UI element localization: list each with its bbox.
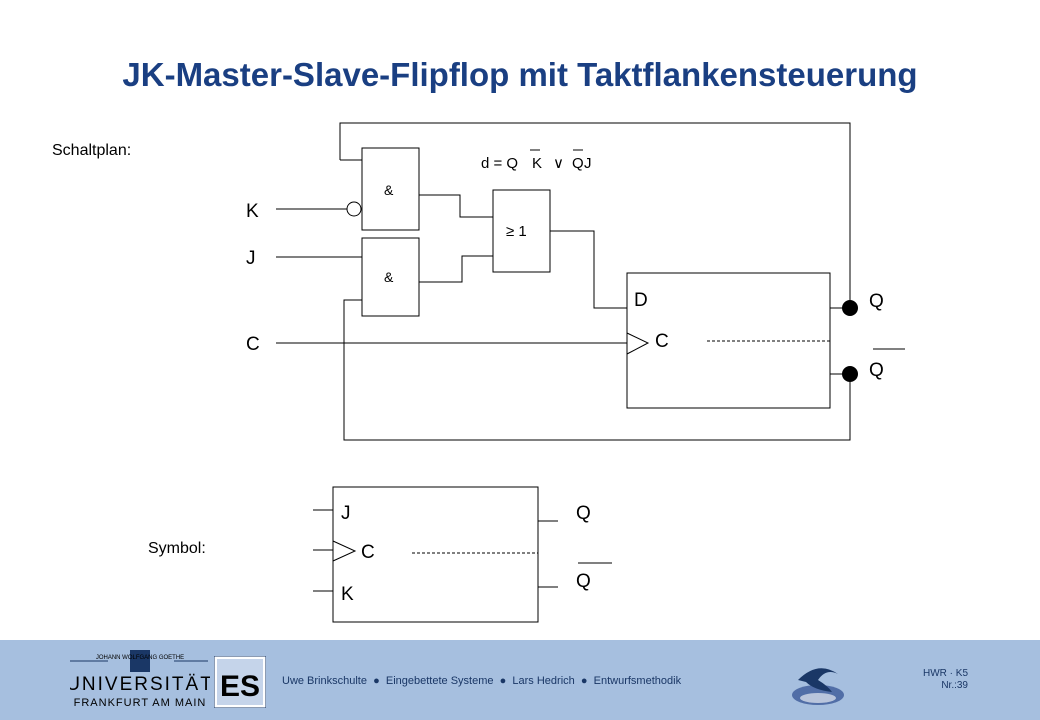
input-j-label: J: [246, 248, 256, 269]
formula-or: ∨: [553, 155, 564, 172]
dff-c-label: C: [655, 331, 669, 352]
formula-q2: Q: [572, 155, 584, 172]
wire-and1-or: [419, 194, 493, 218]
input-k-label: K: [246, 201, 259, 222]
footer-bar: [0, 640, 1040, 720]
symbol-box: [332, 486, 539, 623]
university-line3: FRANKFURT AM MAIN: [74, 697, 207, 709]
and-gate-bottom: [361, 237, 420, 317]
formula-k: K: [532, 155, 542, 172]
and-gate-top: [361, 147, 420, 231]
bullet-icon: ●: [496, 675, 510, 687]
university-line2: UNIVERSITÄT: [70, 674, 210, 695]
goethe-portrait-icon: [130, 650, 150, 672]
es-logo-text: ES: [220, 670, 260, 703]
footer-page-number: Nr.:39: [941, 680, 968, 691]
symbol-c-label: C: [361, 542, 375, 563]
and-top-label: &: [384, 182, 394, 198]
footer-code: HWR · K5: [923, 668, 968, 679]
footer-page-info: HWR · K5 Nr.:39: [923, 668, 968, 692]
wire-feedback-q: [343, 299, 851, 441]
footer-course2: Entwurfsmethodik: [593, 675, 682, 687]
dff-d-label: D: [634, 290, 648, 311]
symbol-qbar-label: Q: [576, 571, 591, 592]
q-output-dot: [842, 300, 858, 316]
symbol-j-label: J: [341, 503, 351, 524]
university-logo: JOHANN WOLFGANG GOETHE UNIVERSITÄT FRANK…: [70, 650, 210, 709]
formula-prefix: d = Q: [481, 155, 518, 172]
symbol-clock-triangle: [332, 540, 357, 562]
wire-or-d: [550, 230, 627, 309]
symbol-label: Symbol:: [148, 540, 206, 557]
university-line1: JOHANN WOLFGANG GOETHE: [96, 655, 184, 661]
wire-and2-or: [419, 255, 493, 283]
clock-triangle: [626, 332, 650, 355]
symbol-q-label: Q: [576, 503, 591, 524]
symbol-k-label: K: [341, 584, 354, 605]
inverter-bubble: [346, 201, 362, 217]
bullet-icon: ●: [370, 675, 383, 687]
bullet-icon: ●: [577, 675, 591, 687]
or-label: ≥ 1: [506, 223, 527, 240]
es-logo: ES: [214, 656, 266, 708]
swirl-logo-icon: [792, 668, 844, 705]
dff-qbar-label: Q: [869, 360, 884, 381]
and-bottom-label: &: [384, 269, 394, 285]
footer-course1: Eingebettete Systeme: [385, 675, 494, 687]
slide-title: JK-Master-Slave-Flipflop mit Taktflanken…: [122, 56, 918, 93]
schaltplan-label: Schaltplan:: [52, 142, 132, 159]
formula-j: J: [584, 155, 592, 172]
dff-q-label: Q: [869, 291, 884, 312]
wire-feedback-qbar: [339, 122, 851, 308]
footer-author1: Uwe Brinkschulte: [282, 675, 367, 687]
input-c-label: C: [246, 334, 260, 355]
footer-credits: Uwe Brinkschulte ● Eingebettete Systeme …: [282, 675, 681, 687]
footer-author2: Lars Hedrich: [512, 675, 575, 687]
qbar-output-dot: [842, 366, 858, 382]
